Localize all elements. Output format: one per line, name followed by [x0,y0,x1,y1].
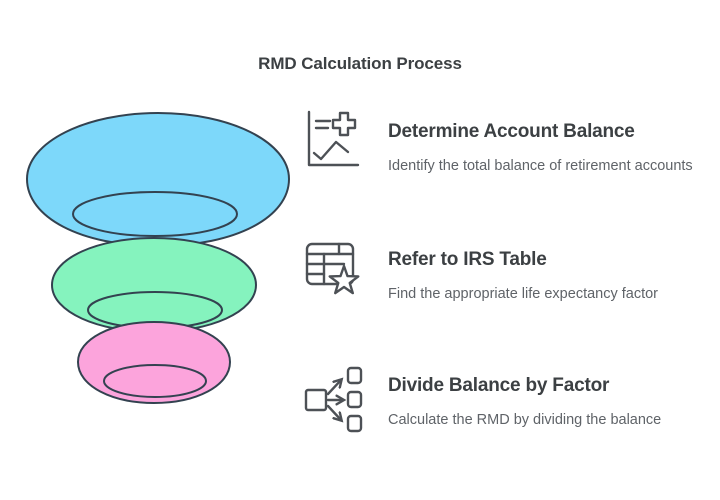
funnel-level-top [25,111,291,248]
distribute-arrows-icon [304,366,363,433]
step-2: Refer to IRS Table Find the appropriate … [388,249,718,304]
funnel-level-bottom-opening [103,364,207,398]
step-1-description: Identify the total balance of retirement… [388,158,693,174]
funnel-diagram [25,111,291,405]
funnel-level-bottom [76,320,232,405]
step-2-description: Find the appropriate life expectancy fac… [388,286,659,302]
step-2-heading: Refer to IRS Table [388,249,547,270]
chart-plus-icon [307,110,360,167]
step-1-heading: Determine Account Balance [388,121,635,142]
step-3-heading: Divide Balance by Factor [388,375,610,396]
page-title: RMD Calculation Process [258,54,462,73]
funnel-level-middle [50,236,258,334]
step-1: Determine Account Balance Identify the t… [388,121,696,176]
step-3: Divide Balance by Factor Calculate the R… [388,375,718,430]
funnel-level-top-opening [72,191,238,237]
step-3-description: Calculate the RMD by dividing the balanc… [388,412,662,428]
table-star-icon [305,242,360,295]
